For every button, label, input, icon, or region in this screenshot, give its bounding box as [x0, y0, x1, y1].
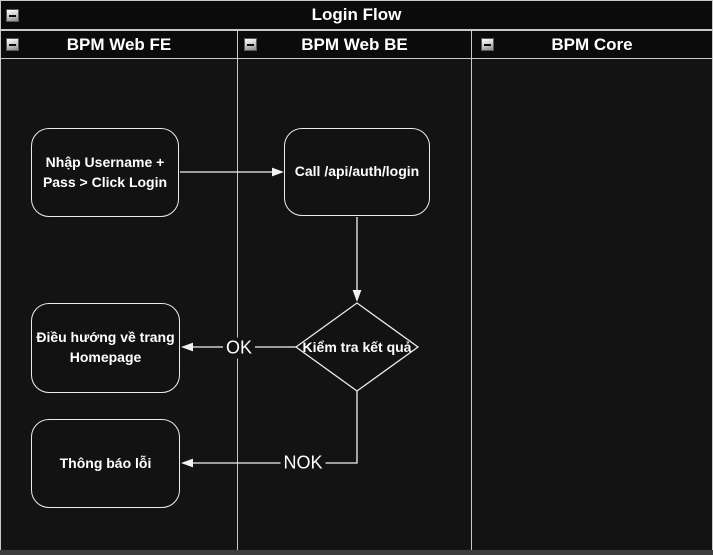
lane-header-bpm-web-fe[interactable]: BPM Web FE: [0, 30, 238, 59]
lane-header-bpm-web-be[interactable]: BPM Web BE: [237, 30, 472, 59]
node-label: Call /api/auth/login: [294, 163, 420, 180]
edge-label-nok[interactable]: NOK: [280, 452, 326, 474]
node-label: Điều hướng về trang Homepage: [36, 329, 175, 365]
node-label: Nhập Username + Pass > Click Login: [42, 153, 168, 190]
lane2-collapse-minus-icon[interactable]: [244, 38, 257, 51]
node-input-login[interactable]: Nhập Username + Pass > Click Login: [31, 128, 179, 217]
lane3-collapse-minus-icon[interactable]: [481, 38, 494, 51]
node-redirect-home[interactable]: Điều hướng về trang Homepage: [31, 303, 180, 393]
lane-header-bpm-core[interactable]: BPM Core: [471, 30, 713, 59]
lane-label: BPM Web FE: [66, 34, 172, 54]
pool-title-label: Login Flow: [311, 5, 402, 24]
minus-glyph: [484, 43, 491, 46]
lane-label: BPM Web BE: [301, 34, 408, 54]
pool-collapse-minus-icon[interactable]: [6, 9, 19, 22]
lane-label: BPM Core: [551, 34, 633, 54]
node-error-message[interactable]: Thông báo lỗi: [31, 419, 180, 508]
lane1-collapse-minus-icon[interactable]: [6, 38, 19, 51]
minus-glyph: [9, 14, 16, 17]
minus-glyph: [247, 43, 254, 46]
pool-title-bar[interactable]: Login Flow: [0, 0, 713, 30]
minus-glyph: [9, 43, 16, 46]
node-label: Thông báo lỗi: [59, 454, 152, 471]
node-call-api[interactable]: Call /api/auth/login: [284, 128, 430, 216]
lane-body-bpm-core: [471, 58, 713, 550]
edge-label-ok[interactable]: OK: [222, 337, 256, 359]
